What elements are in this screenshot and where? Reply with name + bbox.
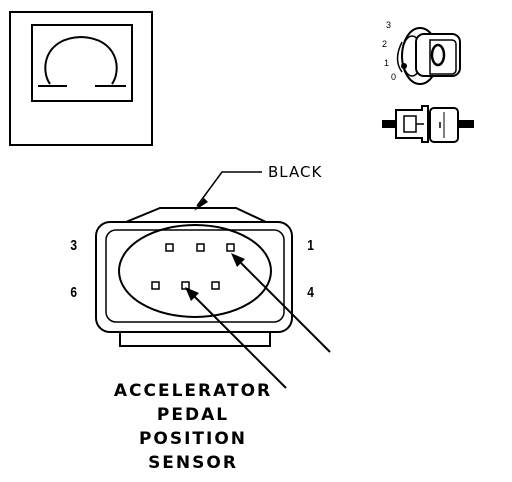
title-line-4: SENSOR [148,453,238,473]
pin-label-bottom-right: 4 [307,284,314,301]
pin-label-top-right: 1 [307,237,314,254]
omega-symbol-icon [38,35,126,87]
color-label: BLACK [268,163,322,181]
connector-pin-cavity [118,224,272,318]
key-position-0: 0 [391,72,396,82]
ohmmeter-symbol [9,11,153,146]
color-callout-arrowhead [194,198,208,211]
connector-inner-shell [105,229,285,323]
connector-pins [151,243,235,290]
key-position-3: 3 [386,20,391,30]
pin-cell-5 [181,281,190,290]
color-callout: BLACK [194,163,322,211]
pin-cell-2 [196,243,205,252]
connector-disconnect-icon [382,105,474,143]
ohmmeter-inner-box [31,24,133,102]
pin-cell-1 [226,243,235,252]
connector-body [95,207,293,347]
title-line-2: PEDAL [157,405,229,425]
connector-outer-shell [95,221,293,333]
key-position-1: 1 [384,58,389,68]
pin1-arrowhead [231,253,245,267]
pin-cell-4 [211,281,220,290]
connector-top-ridge [125,207,267,223]
pin-cell-3 [165,243,174,252]
title-line-1: ACCELERATOR [114,381,272,401]
connector-bottom-lip [119,331,271,347]
pin-label-top-left: 3 [70,237,77,254]
color-callout-leader [196,171,262,207]
pin1-leader-line [237,259,331,353]
ohmmeter-outer-box [9,11,153,146]
key-position-2: 2 [382,39,387,49]
pin-cell-6 [151,281,160,290]
pin-leader-arrows [185,253,331,389]
pin-label-bottom-left: 6 [70,284,77,301]
pin5-leader-line [191,293,287,389]
pin5-arrowhead [185,287,199,301]
ignition-key-icon: 3 2 1 0 [382,20,461,85]
component-title: ACCELERATOR PEDAL POSITION SENSOR [114,381,272,473]
title-line-3: POSITION [139,429,247,449]
